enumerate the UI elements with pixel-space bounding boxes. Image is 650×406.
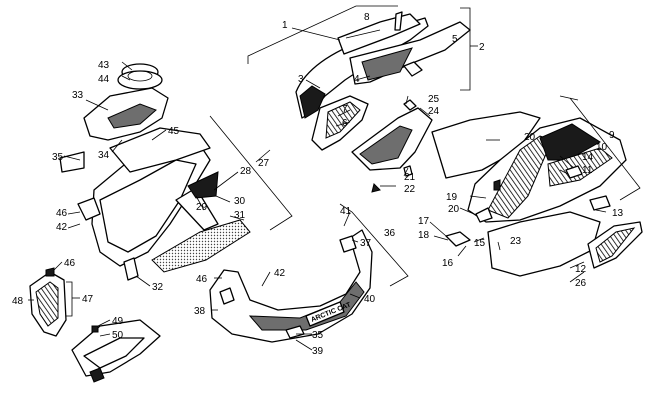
callout-3: 3 bbox=[298, 74, 304, 85]
callout-30: 30 bbox=[234, 196, 246, 207]
callout-23: 23 bbox=[510, 236, 522, 247]
callout-14: 14 bbox=[582, 152, 594, 163]
callout-48: 48 bbox=[12, 296, 24, 307]
callout-46c: 46 bbox=[196, 274, 208, 285]
callout-7: 7 bbox=[342, 104, 348, 115]
callout-20a: 20 bbox=[524, 132, 536, 143]
callout-35b: 35 bbox=[312, 330, 324, 341]
callout-49: 49 bbox=[112, 316, 124, 327]
callout-20b: 20 bbox=[448, 204, 460, 215]
callout-29: 29 bbox=[196, 202, 208, 213]
callout-26: 26 bbox=[575, 278, 587, 289]
leader-lines bbox=[28, 5, 641, 351]
callout-39: 39 bbox=[312, 346, 324, 357]
callout-5: 5 bbox=[452, 34, 458, 45]
callout-13: 13 bbox=[612, 208, 624, 219]
callout-47: 47 bbox=[82, 294, 94, 305]
belly-pan-assembly: ARCTIC CAT bbox=[209, 229, 373, 343]
callout-42a: 42 bbox=[56, 222, 68, 233]
callout-40: 40 bbox=[364, 294, 376, 305]
callout-6: 6 bbox=[342, 118, 348, 129]
callout-16: 16 bbox=[442, 258, 454, 269]
callout-18: 18 bbox=[418, 230, 430, 241]
callout-17: 17 bbox=[418, 216, 430, 227]
callout-10: 10 bbox=[596, 142, 608, 153]
callout-33: 33 bbox=[72, 90, 84, 101]
callout-21: 21 bbox=[404, 172, 416, 183]
callout-15: 15 bbox=[474, 238, 486, 249]
callout-4: 4 bbox=[354, 74, 360, 85]
windshield-assembly bbox=[295, 11, 471, 151]
callout-32: 32 bbox=[152, 282, 164, 293]
callout-labels: 1 2 3 4 5 6 7 8 9 10 11 12 13 14 15 16 1… bbox=[12, 12, 624, 357]
side-panel-assembly bbox=[29, 267, 161, 383]
callout-9: 9 bbox=[609, 130, 615, 141]
callout-44: 44 bbox=[98, 74, 110, 85]
callout-46b: 46 bbox=[64, 258, 76, 269]
callout-2: 2 bbox=[479, 42, 485, 53]
callout-41: 41 bbox=[340, 206, 352, 217]
callout-8: 8 bbox=[364, 12, 370, 23]
callout-46a: 46 bbox=[56, 208, 68, 219]
callout-50: 50 bbox=[112, 330, 124, 341]
callout-1: 1 bbox=[282, 20, 288, 31]
hood-assembly bbox=[351, 99, 643, 277]
callout-38: 38 bbox=[194, 306, 206, 317]
callout-27: 27 bbox=[258, 158, 270, 169]
callout-35a: 35 bbox=[52, 152, 64, 163]
callout-28: 28 bbox=[240, 166, 252, 177]
console-assembly bbox=[59, 63, 251, 281]
callout-36: 36 bbox=[384, 228, 396, 239]
callout-12: 12 bbox=[575, 264, 587, 275]
callout-34: 34 bbox=[98, 150, 110, 161]
callout-25: 25 bbox=[428, 94, 440, 105]
callout-37: 37 bbox=[360, 238, 372, 249]
callout-45: 45 bbox=[168, 126, 180, 137]
callout-31: 31 bbox=[234, 210, 246, 221]
callout-43: 43 bbox=[98, 60, 110, 71]
callout-24: 24 bbox=[428, 106, 440, 117]
callout-22: 22 bbox=[404, 184, 416, 195]
callout-42b: 42 bbox=[274, 268, 286, 279]
callout-11: 11 bbox=[582, 165, 593, 176]
callout-19: 19 bbox=[446, 192, 458, 203]
